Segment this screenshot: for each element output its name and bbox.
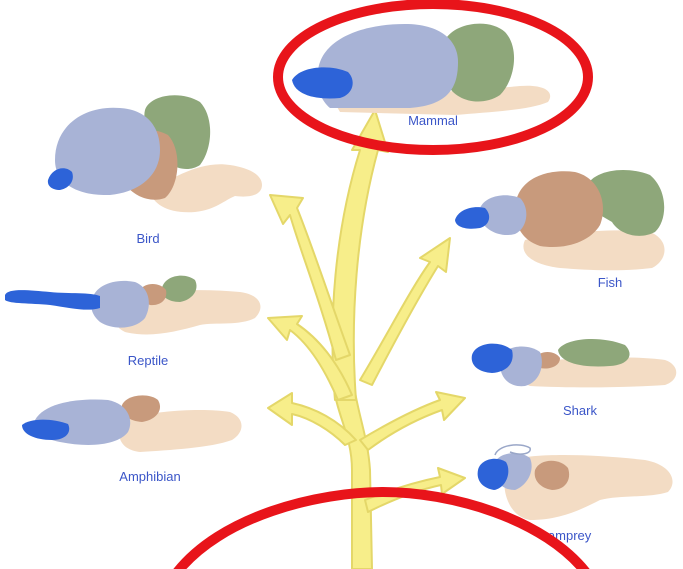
tree-trunk (335, 392, 372, 569)
mammal-olfactory-bulb (292, 67, 353, 98)
label-fish: Fish (598, 275, 623, 290)
fish-midbrain (515, 171, 603, 247)
label-reptile: Reptile (128, 353, 168, 368)
amphibian-olfactory-bulb (22, 420, 69, 440)
label-shark: Shark (563, 403, 597, 418)
label-bird: Bird (136, 231, 159, 246)
shark-brain (472, 339, 677, 387)
branch-fish (360, 238, 450, 385)
mammal-brain (292, 24, 550, 115)
reptile-brain (5, 276, 260, 335)
lamprey-pineal-loop (495, 445, 530, 455)
bird-olfactory-bulb (48, 168, 73, 190)
reptile-olfactory-bulb (5, 290, 100, 310)
amphibian-brain (22, 395, 242, 452)
bird-brain (48, 95, 262, 212)
label-amphibian: Amphibian (119, 469, 180, 484)
fish-brain (455, 170, 665, 270)
lamprey-brain (478, 445, 673, 520)
fish-olfactory-bulb (455, 207, 489, 229)
branch-shark (360, 392, 465, 450)
label-mammal: Mammal (408, 113, 458, 128)
